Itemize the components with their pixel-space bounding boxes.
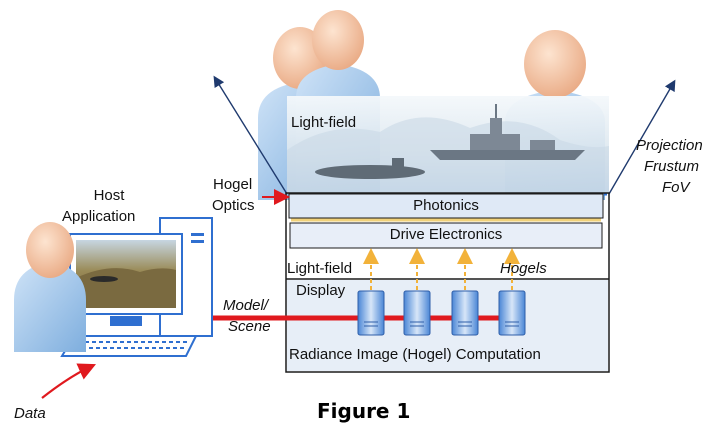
- light-field-scene-label: Light-field: [291, 114, 357, 131]
- radiance-computation-label: Radiance Image (Hogel) Computation: [289, 346, 541, 363]
- host-user-person: [14, 222, 86, 352]
- light-field-scene: [287, 96, 609, 196]
- frustum-arrow-right: [608, 79, 676, 195]
- host-computer: [60, 217, 213, 357]
- data-input-arrow: [41, 363, 97, 399]
- projection-label-3: FoV: [662, 179, 690, 196]
- display-outer-frame: [285, 192, 610, 373]
- hogel-optics-label-2: Optics: [212, 197, 255, 214]
- host-application-label-1: Host: [93, 187, 125, 204]
- photonics-box: [288, 193, 604, 219]
- ship-graphic: [430, 104, 585, 160]
- figure-caption: Figure 1: [317, 399, 411, 423]
- host-application-label-2: Application: [62, 208, 136, 225]
- hogel-server-3: [451, 290, 479, 336]
- projection-label-1: Projection: [636, 137, 703, 154]
- hogels-label: Hogels: [500, 260, 547, 277]
- hogel-server-1: [357, 290, 385, 336]
- model-scene-label-2: Scene: [228, 318, 271, 335]
- submarine-graphic: [315, 158, 425, 179]
- frustum-arrow-left: [213, 75, 288, 195]
- light-field-display-label-1: Light-field: [287, 260, 353, 277]
- hogel-optics-label-1: Hogel: [213, 176, 253, 193]
- drive-electronics-label: Drive Electronics: [389, 226, 503, 243]
- data-label: Data: [14, 405, 46, 422]
- model-scene-label-1: Model/: [223, 297, 269, 314]
- computation-box: [287, 280, 608, 371]
- hogel-server-2: [403, 290, 431, 336]
- photonics-label: Photonics: [413, 197, 479, 214]
- light-field-display-label-2: Display: [296, 282, 346, 299]
- drive-electronics-box: [289, 222, 603, 249]
- hogel-server-4: [498, 290, 526, 336]
- projection-label-2: Frustum: [644, 158, 700, 175]
